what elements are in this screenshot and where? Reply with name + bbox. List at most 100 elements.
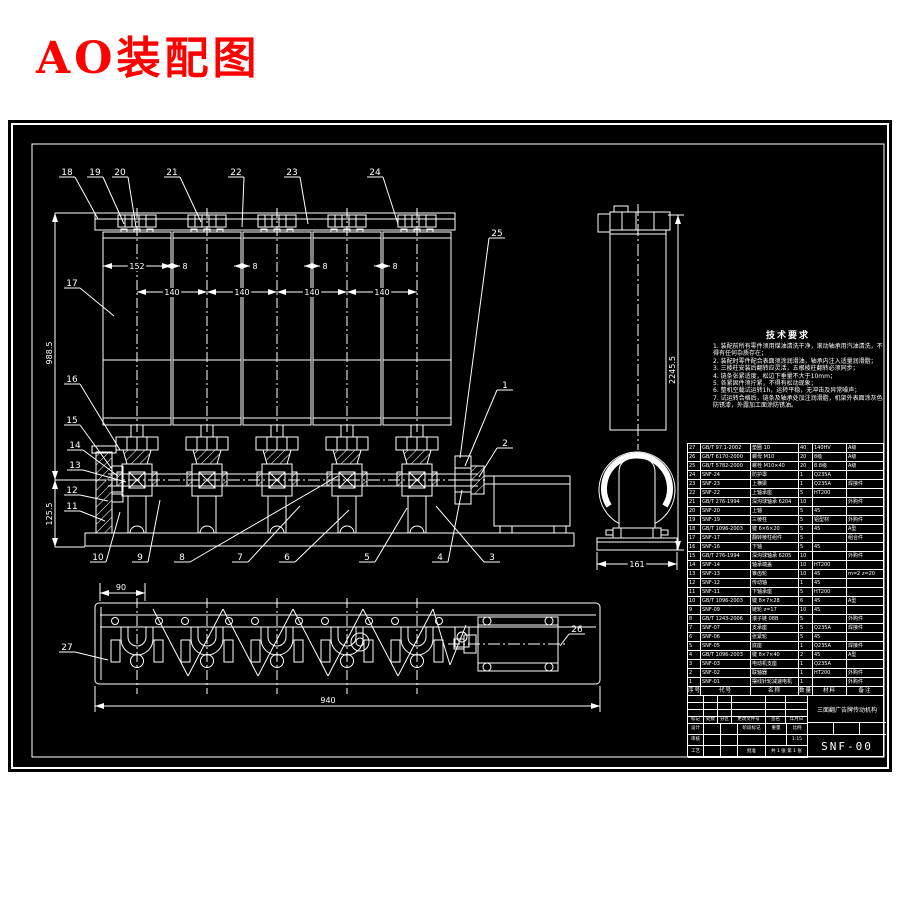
dim-label-bg bbox=[302, 288, 322, 297]
dim-label: 140 bbox=[374, 288, 389, 297]
callout-leader-line bbox=[435, 505, 485, 563]
bom-cell: SNF-06 bbox=[701, 633, 751, 642]
bom-cell: SNF-24 bbox=[701, 471, 751, 480]
bom-cell: 13 bbox=[688, 570, 701, 579]
bom-header-row: 序号代号名称数量材料备注 bbox=[688, 687, 883, 696]
bom-cell: SNF-07 bbox=[701, 624, 751, 633]
tb-label-zone: 分区 bbox=[718, 717, 732, 724]
page-title: AO装配图 bbox=[36, 33, 261, 84]
bom-cell: 16 bbox=[688, 543, 701, 552]
bom-cell: Q235A bbox=[813, 642, 847, 651]
drive-shaft bbox=[88, 473, 486, 487]
bom-cell: Q235A bbox=[813, 480, 847, 489]
callout-10: 10 bbox=[92, 553, 104, 563]
title-block-right: 三面翻广告牌传动机构 SNF-00 bbox=[807, 696, 886, 758]
bom-cell: 20 bbox=[799, 453, 813, 462]
tech-requirement-line: 6. 整机空载试运转1h，运转平稳，无冲击及异常噪声； bbox=[713, 387, 861, 395]
bom-cell: 5 bbox=[799, 624, 813, 633]
bom-cell: SNF-19 bbox=[701, 516, 751, 525]
dim-label: 8 bbox=[392, 262, 397, 271]
bom-cell: 轴承端盖 bbox=[751, 561, 799, 570]
bom-cell: 8 bbox=[688, 615, 701, 624]
title-block-mid-cells bbox=[808, 723, 886, 735]
bom-cell: 5 bbox=[799, 543, 813, 552]
bom-cell: 10 bbox=[799, 498, 813, 507]
bom-cell: 外购件 bbox=[847, 678, 883, 687]
plan-stations bbox=[110, 597, 444, 695]
bom-cell: 翻转棱柱组件 bbox=[751, 534, 799, 543]
drawing-name: 三面翻广告牌传动机构 bbox=[808, 696, 886, 723]
bom-cell: 9 bbox=[688, 606, 701, 615]
bom-cell: 外购件 bbox=[847, 615, 883, 624]
callout-leader-line bbox=[294, 509, 350, 563]
callout-leader-line bbox=[79, 424, 113, 470]
bom-cell: 1 bbox=[799, 642, 813, 651]
bom-cell: 上横梁 bbox=[751, 480, 799, 489]
bom-cell bbox=[813, 498, 847, 507]
bom-cell: 底座 bbox=[751, 642, 799, 651]
bom-cell: 27 bbox=[688, 444, 701, 453]
bom-cell: SNF-17 bbox=[701, 534, 751, 543]
bom-cell: SNF-12 bbox=[701, 579, 751, 588]
tb-label-mark: 标记 bbox=[688, 717, 704, 724]
bom-cell: 45 bbox=[813, 606, 847, 615]
bom-cell: 摆线针轮减速电机 bbox=[751, 678, 799, 687]
bom-cell: 1 bbox=[799, 678, 813, 687]
bom-cell: HT200 bbox=[813, 669, 847, 678]
bom-cell: 11 bbox=[688, 588, 701, 597]
bom-cell: 5 bbox=[688, 642, 701, 651]
tb-label-stage: 阶段标记 bbox=[738, 724, 766, 735]
bom-cell: 1 bbox=[799, 480, 813, 489]
sheet-frame bbox=[11, 123, 889, 769]
callout-leader-line bbox=[79, 383, 121, 451]
flip-panels bbox=[102, 207, 452, 433]
bom-cell: 15 bbox=[688, 552, 701, 561]
callout-leader-line bbox=[127, 176, 137, 228]
bom-cell: GB/T 1096-2003 bbox=[701, 525, 751, 534]
bom-cell: 5 bbox=[799, 525, 813, 534]
bom-cell: SNF-11 bbox=[701, 588, 751, 597]
dim-label-bg bbox=[45, 339, 54, 367]
callout-leader-line bbox=[459, 237, 490, 459]
bom-cell bbox=[847, 507, 883, 516]
dim-label-bg bbox=[320, 262, 330, 271]
callout-22: 22 bbox=[230, 168, 241, 178]
tech-requirements-lines: 1. 装配前所有零件须用煤油清洗干净，滚动轴承用汽油清洗，不得有任何杂质存在；2… bbox=[713, 343, 885, 410]
bom-cell bbox=[847, 588, 883, 597]
dim-label: 161 bbox=[629, 560, 644, 569]
bom-cell: 外购件 bbox=[847, 498, 883, 507]
callout-leader-line bbox=[241, 176, 245, 228]
bom-cell: SNF-01 bbox=[701, 678, 751, 687]
callout-16: 16 bbox=[66, 375, 78, 385]
bom-cell: 10 bbox=[799, 552, 813, 561]
bom-cell: 电动机支座 bbox=[751, 660, 799, 669]
bom-cell: 三棱柱 bbox=[751, 516, 799, 525]
callout-leader-line bbox=[299, 176, 309, 225]
tb-label-sign: 签名 bbox=[766, 717, 786, 724]
bom-cell: SNF-05 bbox=[701, 642, 751, 651]
bom-cell: HT200 bbox=[813, 561, 847, 570]
bom-cell: 1 bbox=[799, 579, 813, 588]
tech-requirements-heading: 技术要求 bbox=[765, 331, 810, 341]
callout-4: 4 bbox=[437, 553, 443, 563]
bom-cell: 45 bbox=[813, 579, 847, 588]
tech-requirement-line: 7. 试运转合格后，链条及轴承处加注润滑脂，机架外表面涂灰色防锈漆，外露加工面涂… bbox=[713, 394, 883, 410]
dim-label: 940 bbox=[320, 696, 335, 705]
bom-cell: 20 bbox=[688, 507, 701, 516]
callout-8: 8 bbox=[179, 553, 185, 563]
callout-3: 3 bbox=[489, 553, 495, 563]
callout-26: 26 bbox=[571, 625, 583, 635]
dim-label-bg bbox=[162, 288, 182, 297]
bom-cell: A型 bbox=[847, 651, 883, 660]
callout-2: 2 bbox=[502, 439, 508, 449]
bom-cell: 5 bbox=[799, 534, 813, 543]
bom-cell: 链轮 z=17 bbox=[751, 606, 799, 615]
bom-cell bbox=[813, 534, 847, 543]
